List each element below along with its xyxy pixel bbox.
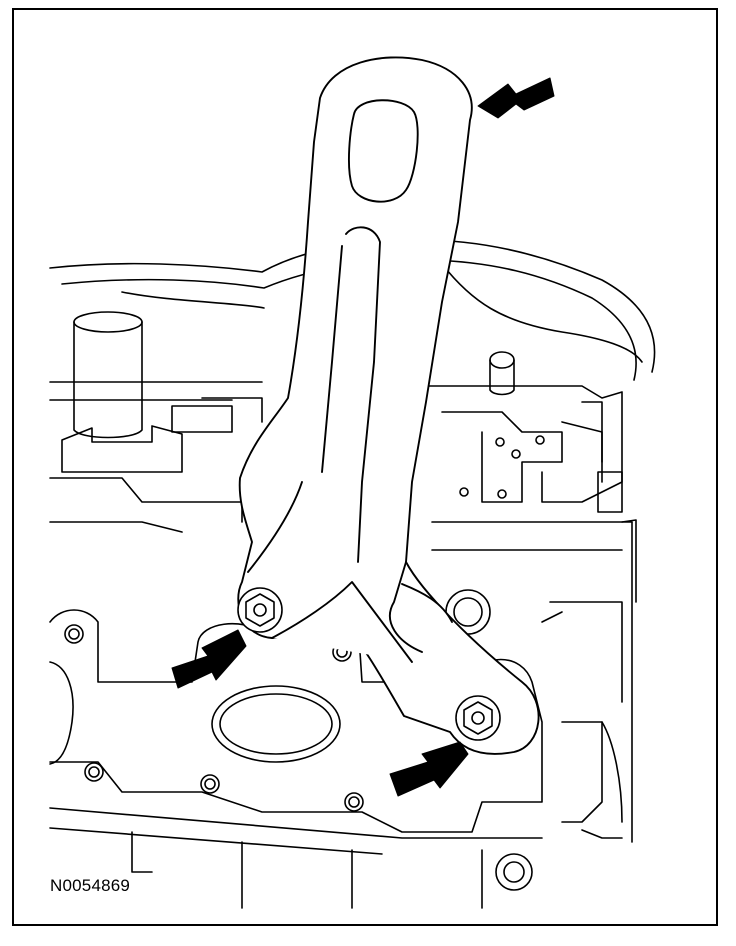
- upper-bolt: [237, 587, 283, 633]
- figure-frame: N0054869: [12, 8, 718, 926]
- upper-bolt-arrow: [171, 629, 247, 689]
- engine-lifting-eye-illustration: [49, 56, 656, 909]
- figure-id-label: N0054869: [50, 876, 131, 895]
- lifting-eye-arrow: [477, 77, 555, 119]
- engine-lifting-eye: [237, 56, 540, 755]
- lower-bolt: [455, 695, 501, 741]
- sensor-cylinder: [61, 311, 263, 473]
- lower-bolt-arrow: [389, 741, 469, 797]
